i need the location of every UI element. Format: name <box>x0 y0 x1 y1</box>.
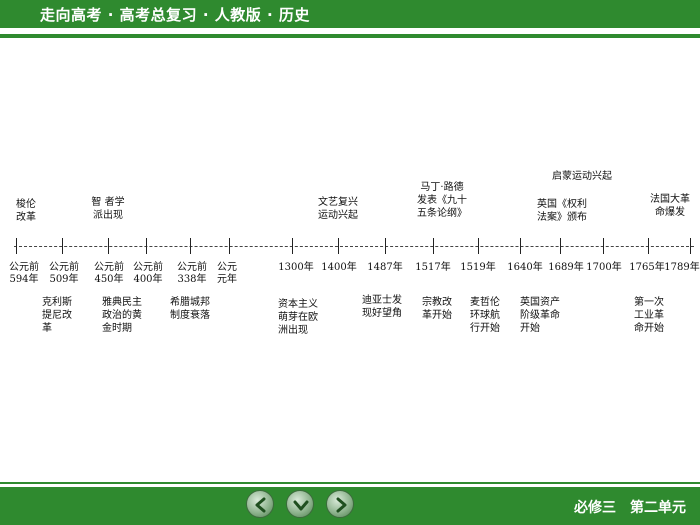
date-label-year-1: 公元 元年 <box>217 262 237 285</box>
event-95-theses: 马丁·路德 发表《九十 五条论纲》 <box>417 182 467 219</box>
date-label-450bc: 公元前 450年 <box>94 262 124 285</box>
timeline-tick <box>478 238 479 254</box>
event-capitalism-sprouts: 资本主义 萌芽在欧 洲出现 <box>278 299 318 336</box>
timeline-tick <box>603 238 604 254</box>
date-label-1765: 1765年 <box>629 262 665 273</box>
footer-rule <box>0 482 700 484</box>
timeline-tick <box>229 238 230 254</box>
arrow-left-icon <box>255 497 266 513</box>
prev-slide-button[interactable] <box>246 490 274 518</box>
event-reformation: 宗教改 革开始 <box>422 297 452 321</box>
timeline-tick <box>648 238 649 254</box>
timeline-tick <box>520 238 521 254</box>
timeline-tick <box>108 238 109 254</box>
timeline-tick <box>433 238 434 254</box>
event-dias-cape: 迪亚士发 现好望角 <box>362 295 402 319</box>
date-label-594bc: 公元前 594年 <box>9 262 39 285</box>
date-label-1400: 1400年 <box>321 262 357 273</box>
arrow-down-icon <box>293 500 309 511</box>
event-english-revolution: 英国资产 阶级革命 开始 <box>520 297 560 334</box>
date-label-1700: 1700年 <box>586 262 622 273</box>
timeline-tick <box>190 238 191 254</box>
timeline-tick <box>560 238 561 254</box>
date-label-1487: 1487年 <box>367 262 403 273</box>
event-polis-decline: 希腊城邦 制度衰落 <box>170 297 210 321</box>
date-label-1689: 1689年 <box>548 262 584 273</box>
event-athenian-golden-age: 雅典民主 政治的黄 金时期 <box>102 297 142 334</box>
next-slide-button[interactable] <box>326 490 354 518</box>
timeline-tick <box>146 238 147 254</box>
event-french-revolution: 法国大革 命爆发 <box>650 194 690 218</box>
header-rule <box>0 34 700 38</box>
date-label-1789: 1789年 <box>664 262 700 273</box>
date-label-338bc: 公元前 338年 <box>177 262 207 285</box>
date-label-1640: 1640年 <box>507 262 543 273</box>
timeline-tick <box>338 238 339 254</box>
date-label-1517: 1517年 <box>415 262 451 273</box>
date-label-1519: 1519年 <box>460 262 496 273</box>
header-title: 走向高考 · 高考总复习 · 人教版 · 历史 <box>40 6 310 24</box>
header-bar: 走向高考 · 高考总复习 · 人教版 · 历史 <box>0 0 700 28</box>
date-label-1300: 1300年 <box>278 262 314 273</box>
event-magellan: 麦哲伦 环球航 行开始 <box>470 297 500 334</box>
event-renaissance: 文艺复兴 运动兴起 <box>318 197 358 221</box>
event-sophists: 智 者学 派出现 <box>91 197 125 221</box>
event-enlightenment: 启蒙运动兴起 <box>552 171 612 182</box>
event-bill-of-rights: 英国《权利 法案》颁布 <box>537 199 587 223</box>
date-label-400bc: 公元前 400年 <box>133 262 163 285</box>
footer-section-label: 必修三 第二单元 <box>574 500 686 516</box>
event-cleisthenes: 克利斯 提尼改 革 <box>42 297 72 334</box>
timeline-tick <box>690 238 691 254</box>
timeline-tick <box>385 238 386 254</box>
timeline-axis <box>14 246 694 247</box>
event-industrial-revolution: 第一次 工业革 命开始 <box>634 297 664 334</box>
timeline-tick <box>62 238 63 254</box>
timeline-tick <box>292 238 293 254</box>
date-label-509bc: 公元前 509年 <box>49 262 79 285</box>
down-slide-button[interactable] <box>286 490 314 518</box>
arrow-right-icon <box>336 497 347 513</box>
timeline-tick <box>16 238 17 254</box>
event-solon-reform: 梭伦 改革 <box>16 199 36 223</box>
